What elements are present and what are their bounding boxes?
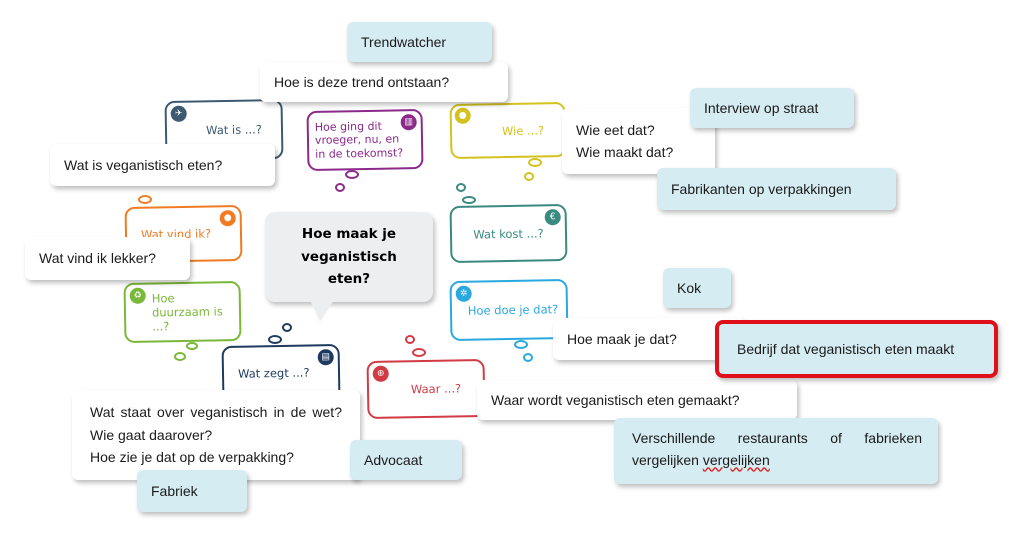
thought-dot	[174, 352, 186, 361]
thought-dot	[523, 353, 533, 362]
bubble-wat-kost: €Wat kost ...?	[449, 203, 568, 264]
bubble-waar: ⊕Waar ...?	[366, 358, 486, 420]
thought-dot	[456, 183, 466, 192]
thought-dot	[412, 348, 426, 357]
thought-dot	[335, 183, 345, 192]
gear-icon: ✲	[455, 285, 472, 302]
thought-dot	[462, 196, 476, 204]
central-question: Hoe maak je veganistisch eten?	[265, 212, 433, 302]
source-fabriek: Fabriek	[137, 470, 247, 512]
thought-dot	[524, 172, 534, 181]
bubble-vroeger: ▥Hoe ging dit vroeger, nu, en in de toek…	[306, 108, 424, 172]
thought-dot	[186, 342, 198, 350]
question-maak: Hoe maak je dat?	[553, 318, 745, 360]
thought-dot	[405, 335, 415, 344]
source-interview: Interview op straat	[690, 88, 854, 128]
question-trend: Hoe is deze trend ontstaan?	[260, 62, 508, 102]
thought-dot	[138, 195, 152, 204]
source-fabrikanten: Fabrikanten op verpakkingen	[657, 168, 896, 210]
bubble-hoe-doe: ✲Hoe doe je dat?	[449, 278, 569, 342]
thought-dot	[528, 158, 542, 167]
question-wie: Wie eet dat?Wie maakt dat?	[562, 108, 715, 174]
source-trendwatcher: Trendwatcher	[347, 22, 492, 62]
thought-dot	[345, 170, 359, 179]
thought-dot	[282, 323, 292, 332]
source-kok: Kok	[663, 268, 731, 308]
recycle-icon: ♻	[129, 287, 146, 304]
question-wat-is: Wat is veganistisch eten?	[50, 144, 275, 186]
question-lekker: Wat vind ik lekker?	[25, 237, 190, 280]
chat-icon: ▤	[317, 349, 334, 366]
bubble-wie: ●Wie ...?	[449, 101, 567, 160]
speech-tail	[310, 300, 334, 322]
thought-dot	[514, 340, 528, 349]
question-waar: Waar wordt veganistisch eten gemaakt?	[477, 380, 797, 420]
person-icon: ●	[219, 210, 236, 227]
source-bedrijf: Bedrijf dat veganistisch eten maakt	[715, 320, 998, 378]
globe-icon: ⊕	[372, 365, 389, 382]
question-wet: Wat staat over veganistisch in de wet? W…	[72, 390, 360, 480]
pin-icon: ✈	[170, 105, 187, 122]
money-bag-icon: €	[544, 209, 561, 226]
bubble-duurzaam: ♻Hoe duurzaam is ...?	[123, 280, 242, 344]
source-verschillende-line2: vergelijken	[632, 452, 703, 469]
source-advocaat: Advocaat	[350, 440, 462, 480]
people-icon: ●	[454, 107, 471, 124]
museum-icon: ▥	[400, 114, 417, 131]
thought-dot	[268, 335, 282, 344]
